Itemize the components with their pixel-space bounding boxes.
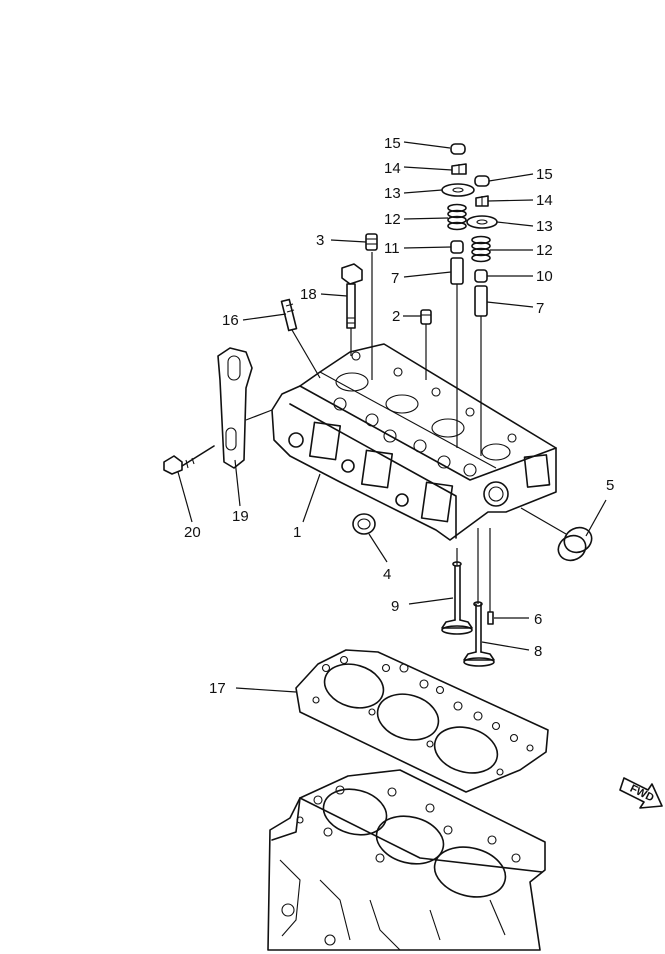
callout-17: 17 (209, 680, 226, 697)
callout-7-left: 7 (391, 270, 399, 287)
valve-9 (441, 561, 473, 635)
callout-9: 9 (391, 598, 399, 615)
engine-block (267, 769, 546, 951)
callout-2: 2 (392, 308, 400, 325)
callout-8: 8 (534, 643, 542, 660)
callout-5: 5 (606, 477, 614, 494)
callout-4: 4 (383, 566, 391, 583)
callout-19: 19 (232, 508, 249, 525)
callout-6: 6 (534, 611, 542, 628)
valve-key-14-left (451, 163, 467, 175)
valve-seal-10 (474, 269, 488, 283)
valve-cap-15-right (474, 175, 490, 187)
seal-5 (557, 526, 593, 562)
seal-4 (352, 513, 376, 535)
callout-18: 18 (300, 286, 317, 303)
callout-13-right: 13 (536, 218, 553, 235)
valve-key-14-right (475, 195, 489, 207)
valve-cap-15-left (450, 143, 466, 155)
callout-16: 16 (222, 312, 239, 329)
callout-14-right: 14 (536, 192, 553, 209)
callout-12-left: 12 (384, 211, 401, 228)
valve-seal-11 (450, 240, 464, 254)
spring-retainer-13-left (441, 183, 475, 197)
callout-3: 3 (316, 232, 324, 249)
cylinder-head (271, 343, 557, 541)
callout-1: 1 (293, 524, 301, 541)
callout-14-left: 14 (384, 160, 401, 177)
valve-guide-7-left (450, 257, 464, 285)
plug-3 (365, 233, 378, 251)
callout-12-right: 12 (536, 242, 553, 259)
bolt-20 (163, 445, 215, 475)
fwd-arrow: FWD (619, 777, 663, 809)
callout-20: 20 (184, 524, 201, 541)
callout-labels: 15 14 13 12 11 7 3 2 18 16 15 14 13 12 1… (184, 135, 614, 697)
callout-7-right: 7 (536, 300, 544, 317)
spring-retainer-13-right (466, 215, 498, 229)
valve-guide-7-right (474, 285, 488, 317)
callout-13-left: 13 (384, 185, 401, 202)
plug-2 (420, 309, 432, 325)
stud-16 (280, 298, 298, 332)
lifting-bracket (217, 347, 253, 469)
callout-15-right: 15 (536, 166, 553, 183)
leader-lines (177, 141, 607, 693)
valve-spring-12-right (471, 235, 491, 263)
head-gasket (295, 649, 549, 793)
callout-10: 10 (536, 268, 553, 285)
callout-15-left: 15 (384, 135, 401, 152)
callout-11: 11 (384, 240, 400, 257)
valve-8 (463, 601, 495, 667)
valve-spring-12-left (447, 203, 467, 231)
pin-6 (487, 611, 494, 625)
